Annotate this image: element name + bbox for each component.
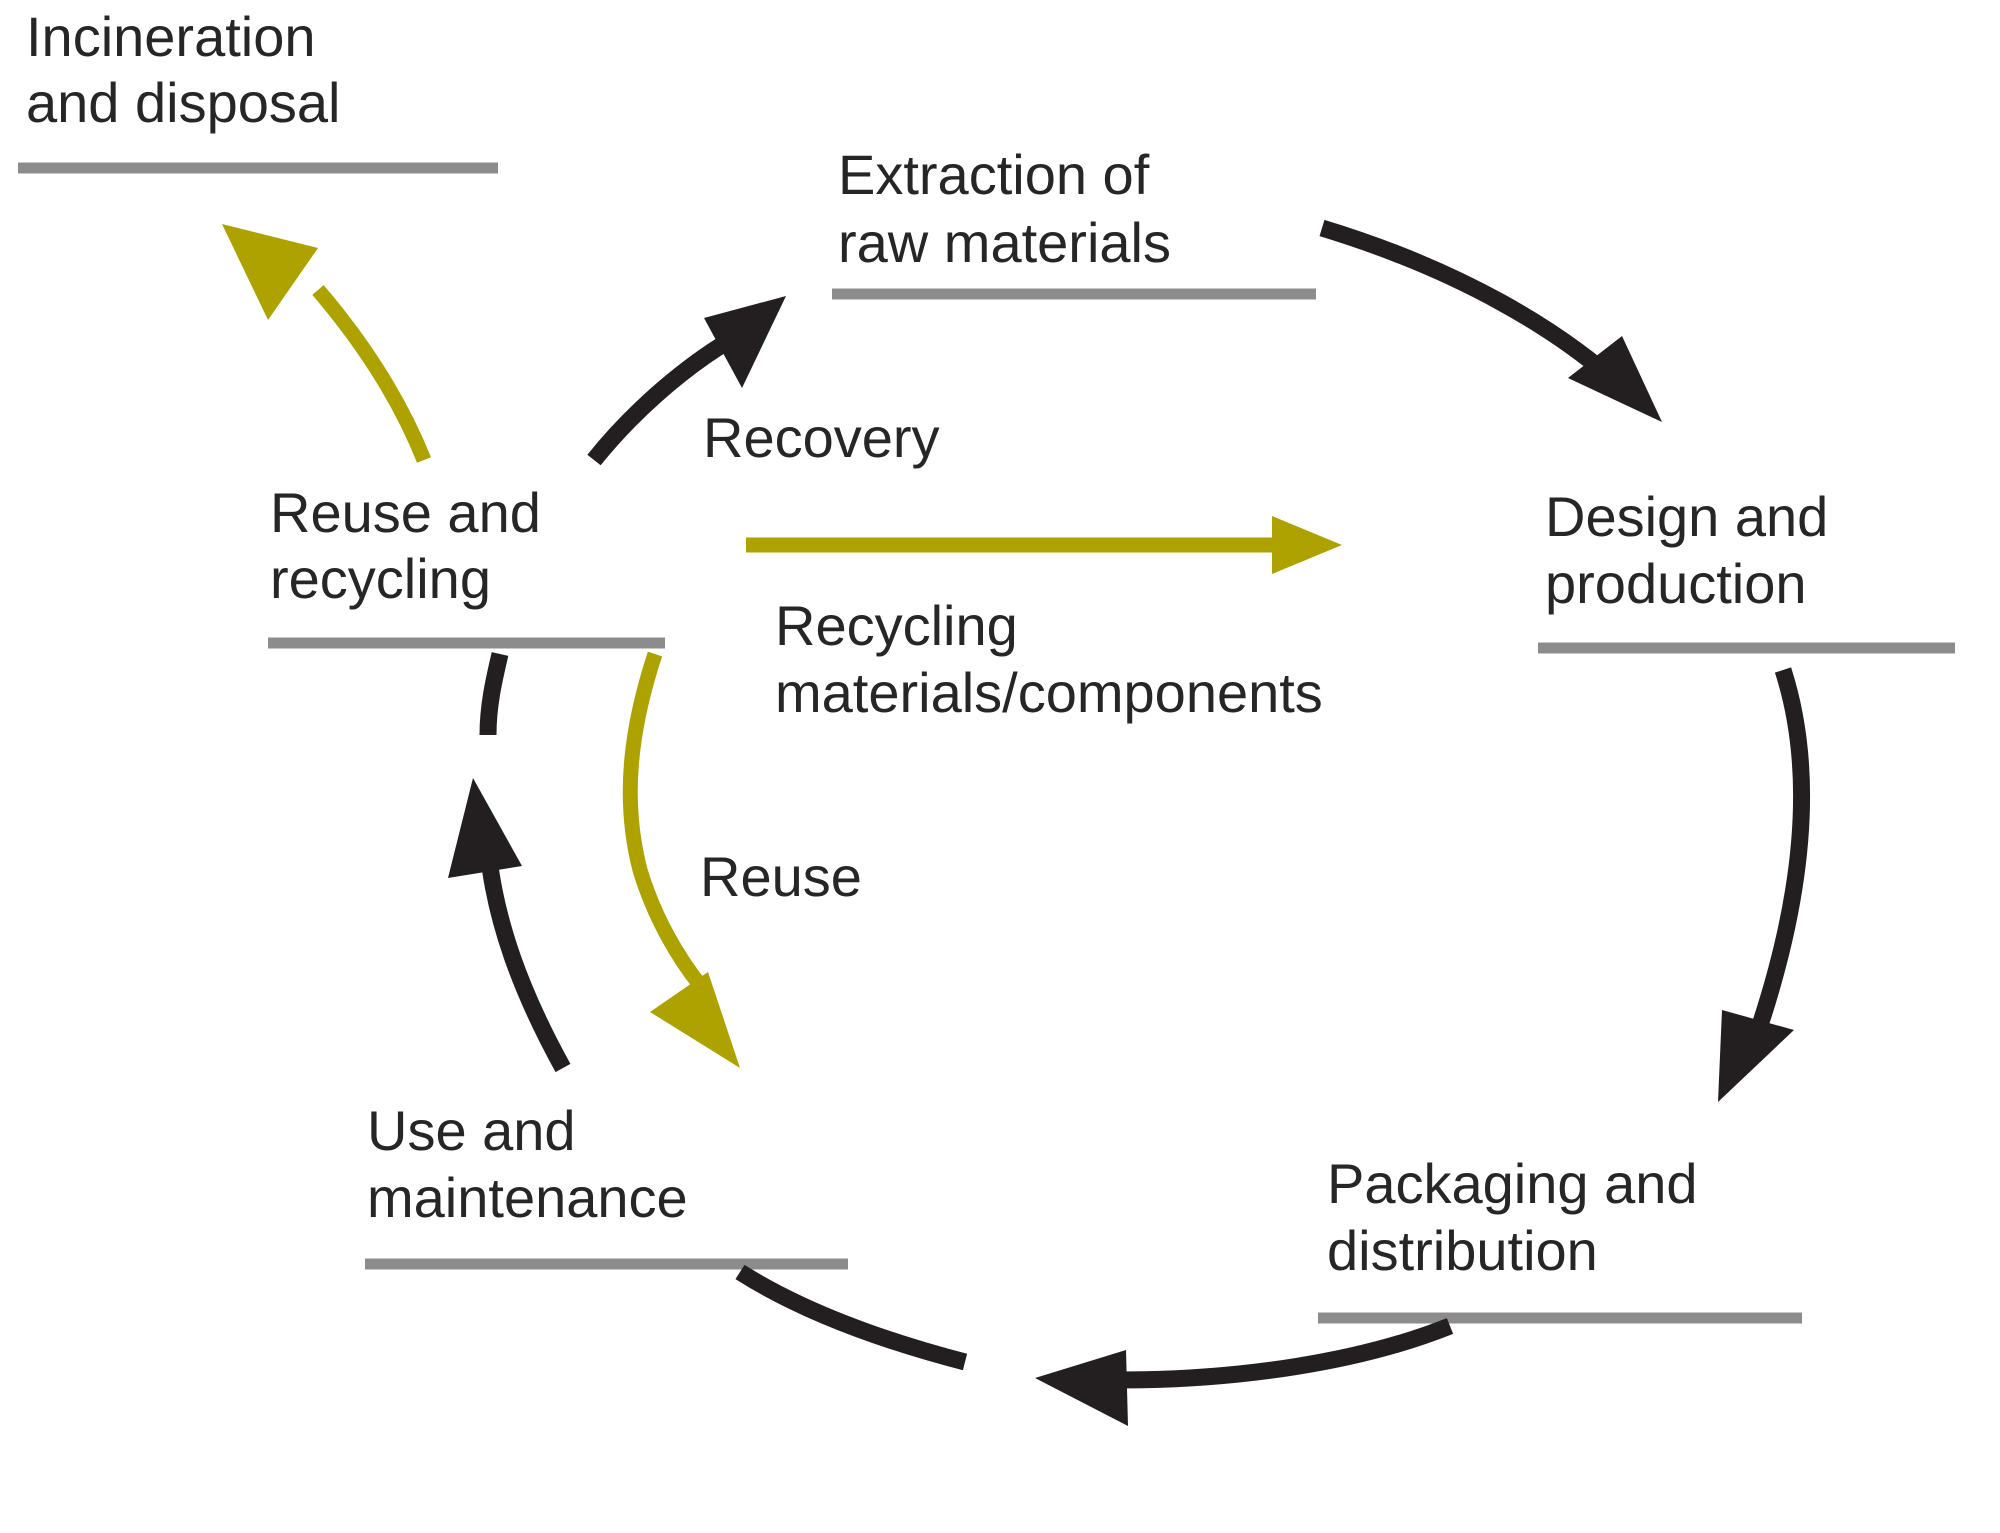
arrow-recycling-materials (746, 516, 1342, 574)
stage-reuse-recycling: Reuse and recycling (268, 481, 665, 649)
arrow-shaft (735, 1264, 968, 1371)
arrowhead-icon (222, 224, 318, 320)
stage-label-line2: distribution (1327, 1219, 1598, 1282)
stage-label-line2: maintenance (367, 1166, 688, 1229)
arrow-shaft (312, 285, 431, 463)
arrow-shaft (622, 651, 706, 990)
arrow-to-incineration (222, 224, 431, 463)
arrow-reuse (622, 651, 740, 1068)
arrowhead-icon (1035, 1350, 1128, 1426)
arrowhead-icon (650, 972, 740, 1068)
stage-extraction: Extraction of raw materials (832, 143, 1316, 300)
arrowhead-icon (704, 296, 786, 388)
stage-incineration-disposal: Incineration and disposal (18, 5, 498, 174)
arrow-design-to-packaging (1718, 667, 1811, 1102)
stage-label-line2: raw materials (838, 211, 1171, 274)
stage-label-line1: Packaging and (1327, 1152, 1698, 1215)
arrow-shaft (1746, 667, 1811, 1043)
stage-packaging-distribution: Packaging and distribution (1318, 1152, 1802, 1324)
arrow-packaging-to-use (1035, 1318, 1454, 1426)
flow-label-reuse: Reuse (700, 845, 862, 908)
flow-label-recovery: Recovery (703, 406, 940, 469)
stage-label-line1: Reuse and (270, 481, 541, 544)
stage-label-line2: production (1545, 552, 1807, 615)
stage-label-line1: Design and (1545, 485, 1828, 548)
arrowhead-icon (1568, 336, 1662, 422)
flow-label-recycling-line1: Recycling (775, 594, 1018, 657)
arrow-extraction-to-design (1319, 219, 1662, 422)
arrowhead-icon (448, 778, 522, 878)
stage-label-line2: and disposal (26, 71, 340, 134)
arrowhead-icon (1718, 1010, 1794, 1102)
arrow-continuation (479, 652, 509, 736)
arrow-use-to-packaging-gap (735, 1264, 968, 1371)
stage-label-line2: recycling (270, 547, 491, 610)
arrow-shaft (479, 849, 571, 1073)
arrow-shaft (587, 332, 735, 466)
arrow-use-to-reuse-recycling (448, 652, 571, 1073)
arrowhead-icon (1272, 516, 1342, 574)
stage-label-line1: Incineration (26, 5, 316, 68)
arrow-recovery (587, 296, 786, 466)
stage-label-line1: Extraction of (838, 143, 1150, 206)
arrow-shaft (1119, 1318, 1454, 1389)
stage-label-line1: Use and (367, 1099, 576, 1162)
stage-use-maintenance: Use and maintenance (365, 1099, 848, 1270)
arrow-shaft (1319, 219, 1631, 397)
flow-label-recycling-line2: materials/components (775, 661, 1323, 724)
stage-design-production: Design and production (1538, 485, 1955, 654)
